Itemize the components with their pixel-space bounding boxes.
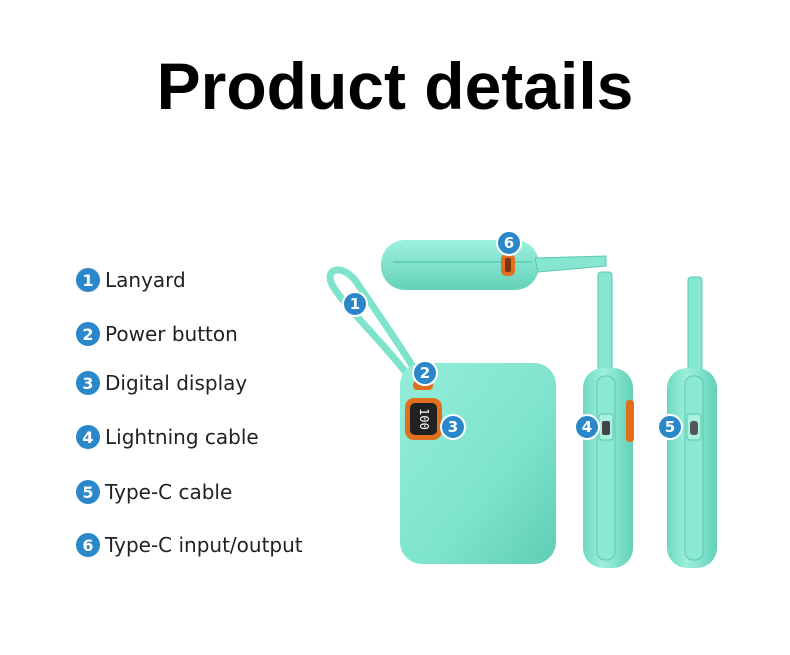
callout-digital-display: 3 xyxy=(440,414,466,440)
legend-label: Digital display xyxy=(105,371,248,395)
legend-item-lightning-cable: 4 Lightning cable xyxy=(76,425,259,449)
callout-lanyard: 1 xyxy=(342,291,368,317)
cable-strap-type-c xyxy=(687,276,703,383)
legend-label: Power button xyxy=(105,322,238,346)
top-view xyxy=(381,240,607,290)
front-view: 100 xyxy=(400,363,556,564)
callout-type-c-io: 6 xyxy=(496,230,522,256)
callout-lightning-cable: 4 xyxy=(574,414,600,440)
page-title: Product details xyxy=(156,49,634,123)
legend-item-type-c-cable: 5 Type-C cable xyxy=(76,480,232,504)
legend-label: Type-C input/output xyxy=(105,533,303,557)
legend-number-badge: 3 xyxy=(76,371,100,395)
cable-strap-lightning xyxy=(597,271,613,383)
legend-number-badge: 5 xyxy=(76,480,100,504)
legend-label: Type-C cable xyxy=(105,480,233,504)
callout-type-c-cable: 5 xyxy=(657,414,683,440)
cable-strap-top xyxy=(534,255,607,273)
legend-item-lanyard: 1 Lanyard xyxy=(76,268,186,292)
type-c-connector-icon xyxy=(690,421,698,435)
legend-number-badge: 2 xyxy=(76,322,100,346)
digital-display-readout: 100 xyxy=(417,408,431,430)
lightning-connector-icon xyxy=(602,421,610,435)
legend-item-digital-display: 3 Digital display xyxy=(76,371,247,395)
legend-number-badge: 1 xyxy=(76,268,100,292)
legend-label: Lightning cable xyxy=(105,425,259,449)
front-view-body xyxy=(400,363,556,564)
legend-item-type-c-io: 6 Type-C input/output xyxy=(76,533,303,557)
legend-item-power-button: 2 Power button xyxy=(76,322,238,346)
callout-power-button: 2 xyxy=(412,360,438,386)
lanyard-strap xyxy=(326,266,422,382)
legend-number-badge: 6 xyxy=(76,533,100,557)
legend-number-badge: 4 xyxy=(76,425,100,449)
legend-label: Lanyard xyxy=(105,268,186,292)
